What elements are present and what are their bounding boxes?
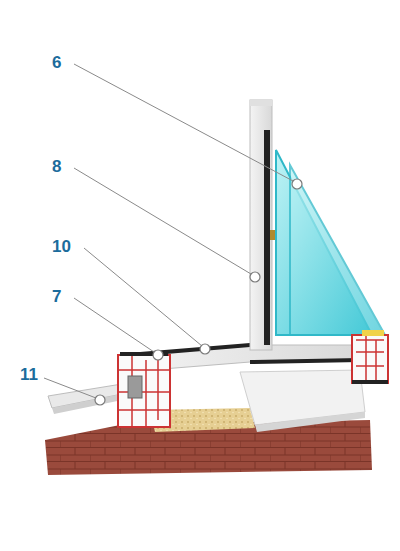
double-glazing: [276, 150, 385, 335]
callout-number: 11: [20, 366, 38, 383]
interior-sill: [240, 370, 365, 432]
sash-profile-section: [352, 330, 388, 384]
callout-number: 6: [52, 54, 61, 71]
callout-number: 10: [52, 238, 71, 255]
callout-dots: [95, 179, 302, 405]
frame-profile-section: [118, 352, 170, 427]
callout-number: 8: [52, 158, 61, 175]
leader-lines: [44, 64, 293, 398]
frame-vertical: [250, 100, 276, 350]
callout-number: 7: [52, 288, 61, 305]
